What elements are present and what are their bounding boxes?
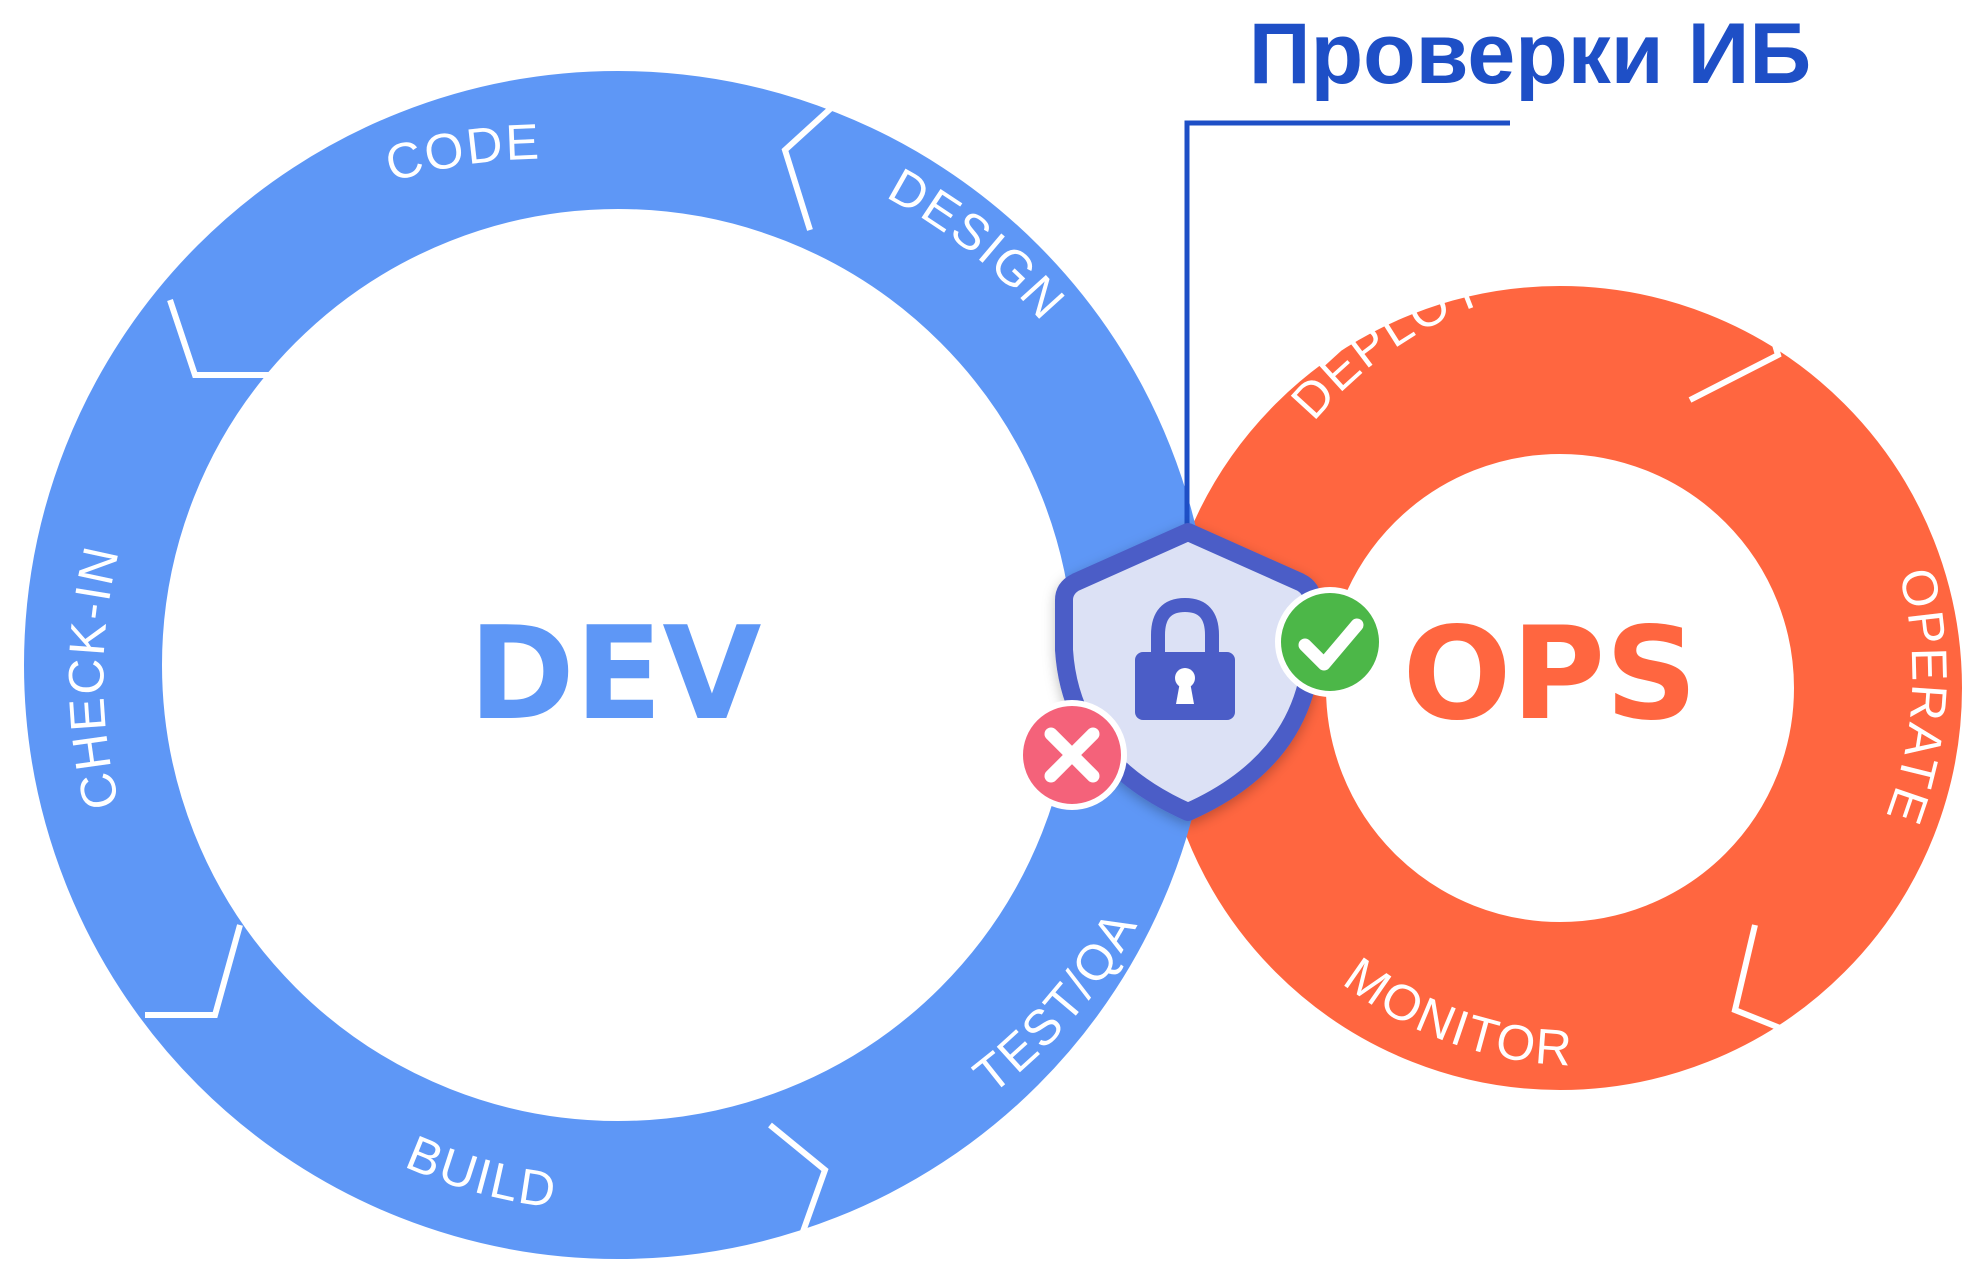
callout-title: Проверки ИБ (1249, 6, 1811, 102)
shield-lock-icon (1055, 523, 1321, 821)
lock-icon (1135, 597, 1235, 720)
dev-center-label: DEV (469, 600, 762, 749)
check-circle-icon (1275, 587, 1385, 697)
check-mark-icon (1298, 618, 1364, 671)
dev-separator-checkin-code (167, 299, 275, 378)
callout-line (1184, 120, 1510, 528)
ops-center-label: OPS (1403, 600, 1698, 749)
dev-separator-code-design (781, 97, 843, 231)
ops-separator-operate-monitor (1731, 924, 1812, 1043)
x-mark-stroke-b (1044, 727, 1100, 783)
dev-separator-testqa-build (768, 1122, 829, 1242)
security-checks-callout: Проверки ИБ (1184, 6, 1811, 528)
x-circle-icon (1017, 700, 1127, 810)
ops-separator-deploy-operate (1688, 274, 1782, 403)
dev-separator-build-checkin (145, 924, 243, 1018)
